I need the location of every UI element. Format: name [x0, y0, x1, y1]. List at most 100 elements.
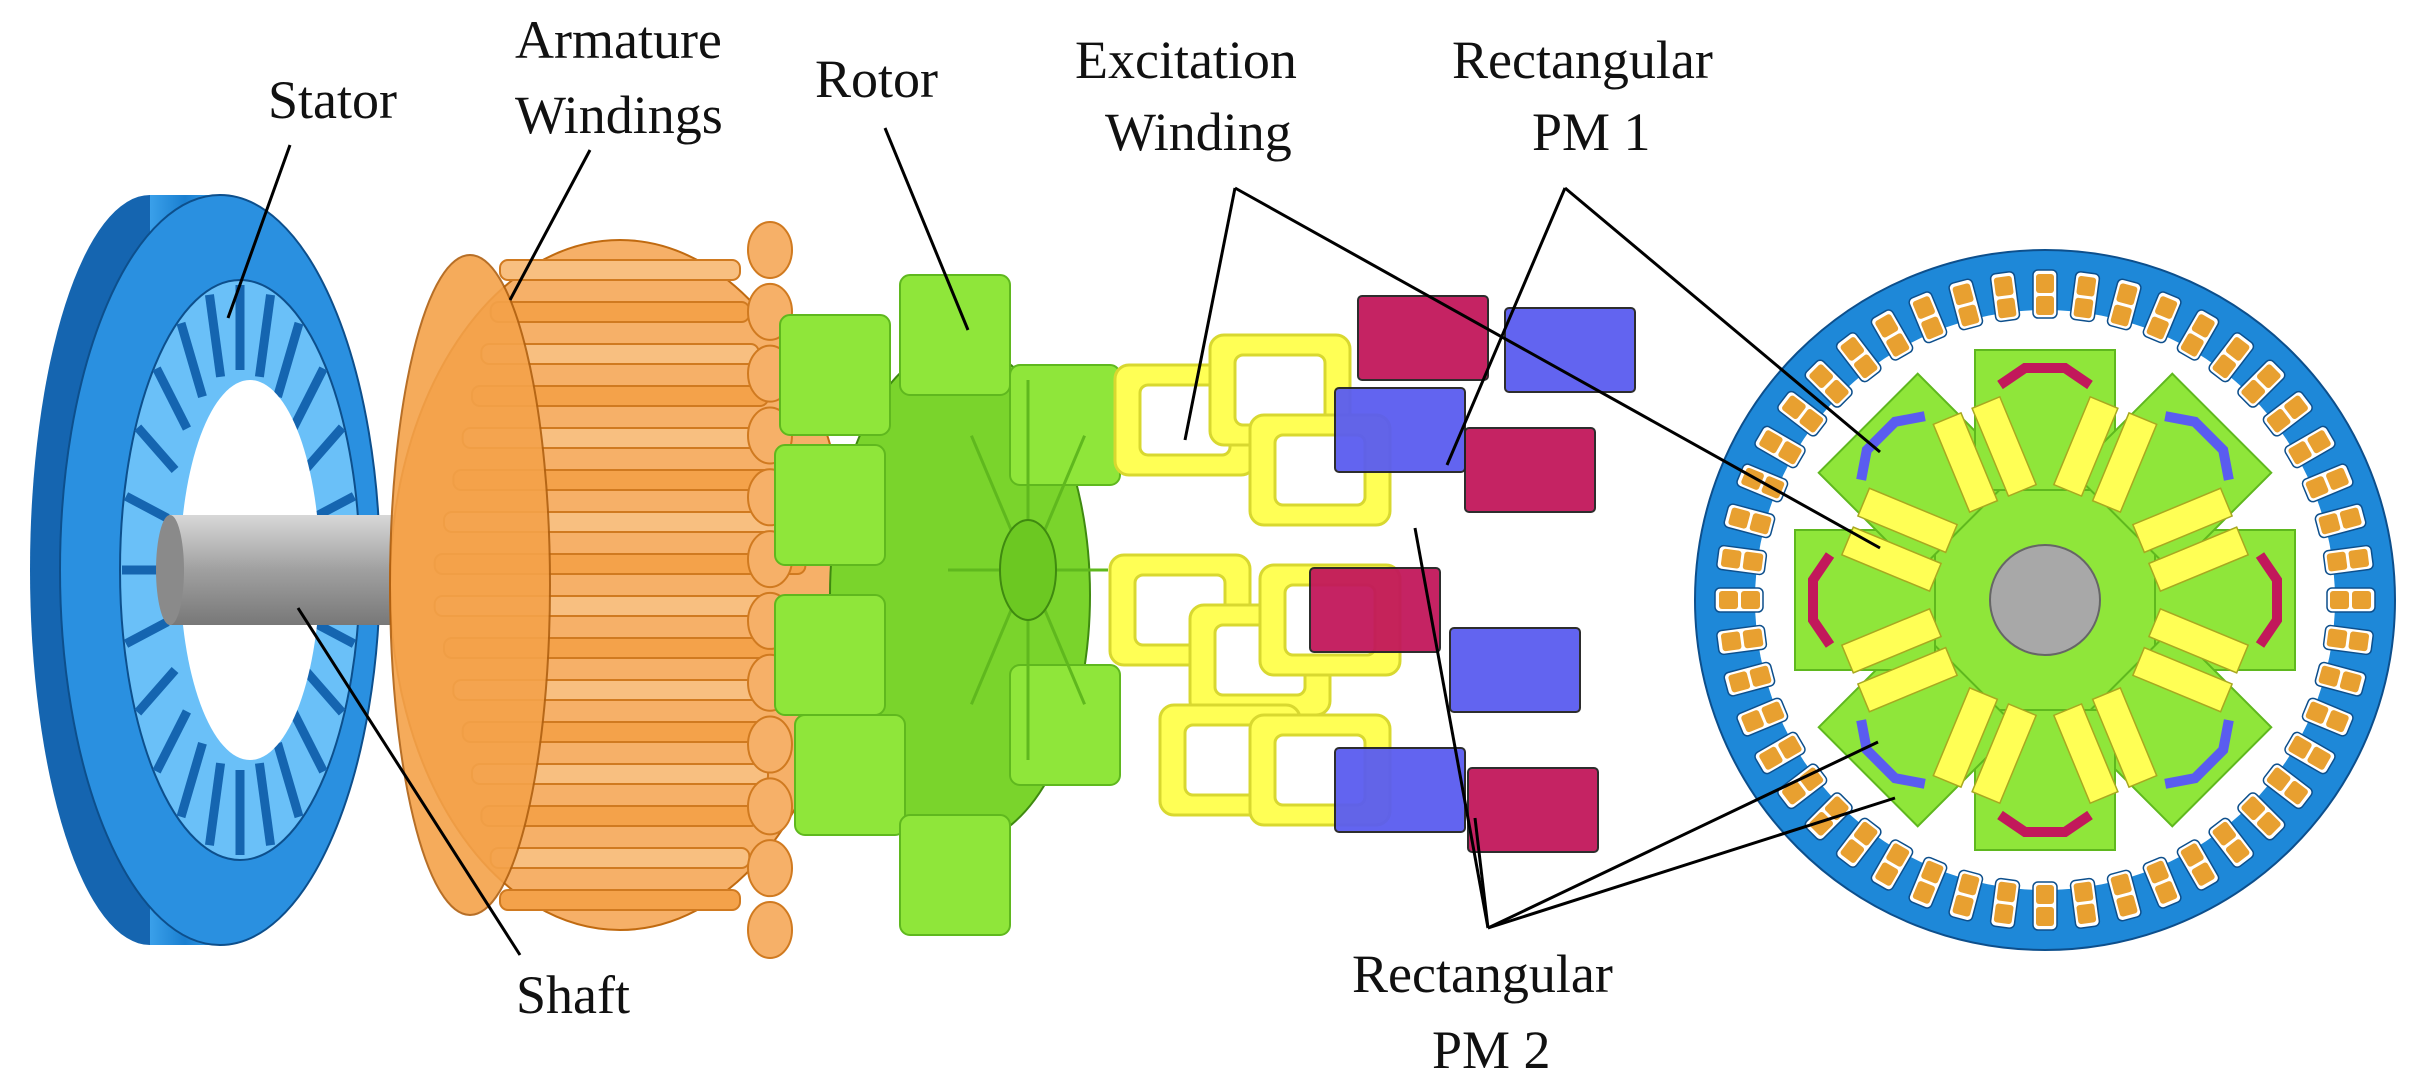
stator-slot	[1714, 587, 1764, 613]
label-pm2-line2: PM 2	[1432, 1020, 1551, 1080]
slot-coil-inner	[2073, 881, 2094, 903]
slot-coil-inner	[2266, 767, 2291, 791]
armature-coil-bar	[499, 889, 741, 911]
pm2-section	[1808, 552, 1835, 648]
stator-slot	[1948, 869, 1984, 922]
label-armature-line2: Windings	[515, 85, 723, 145]
rotor-pole	[1009, 664, 1121, 786]
pm1-block	[1334, 747, 1466, 833]
rotor-pole	[774, 444, 886, 566]
rotor-pole-section	[1817, 372, 2019, 574]
shaft-3d	[156, 515, 395, 625]
slot-coil-outer	[1782, 780, 1806, 805]
excitation-coil-section	[2147, 607, 2250, 674]
stator-slot	[1723, 661, 1776, 697]
stator-slot	[1754, 731, 1806, 775]
pm2-block	[1357, 295, 1489, 381]
stator-tooth	[273, 321, 304, 399]
leader-excitation-a	[1183, 187, 1237, 441]
leader-excitation-b	[1234, 186, 1881, 550]
stator-slot	[2284, 731, 2336, 775]
slot-coil-inner	[1799, 409, 1824, 433]
slot-coil-outer	[2116, 283, 2138, 306]
armature-end-turn	[747, 715, 793, 774]
stator-slot	[2301, 463, 2354, 503]
cross-section	[1694, 249, 2396, 951]
leader-pm2-b	[1473, 817, 1490, 929]
stator-slot	[1835, 817, 1882, 868]
slot-coil-outer	[1782, 395, 1806, 420]
excitation-slot-section	[1932, 686, 2038, 805]
label-pm1-line2: PM 1	[1532, 102, 1651, 162]
slot-coil-inner	[2305, 476, 2329, 499]
stator-slot	[2032, 269, 2058, 319]
slot-coil-outer	[1809, 811, 1834, 836]
excitation-slot-section	[1840, 607, 1959, 713]
excitation-coil-section	[2091, 411, 2158, 514]
slot-coil-outer	[2326, 467, 2349, 490]
rotor-pole-body	[1817, 372, 2019, 574]
stator-slot	[2069, 271, 2101, 323]
slot-coil-outer	[2307, 430, 2331, 454]
rotor-pole	[779, 314, 891, 436]
slot-coil-outer	[2326, 710, 2349, 733]
stator-tooth	[310, 492, 357, 523]
stator-slot	[1948, 278, 1984, 331]
label-pm1-line1: Rectangular	[1452, 30, 1713, 90]
stator-tooth	[176, 321, 207, 399]
slot-coil-outer	[1912, 881, 1935, 904]
stator-slot	[1716, 544, 1768, 576]
slot-coil-outer	[1952, 283, 1974, 306]
slot-coil-outer	[2284, 395, 2308, 420]
stator-slot	[2262, 763, 2313, 810]
armature-coil-bar	[499, 259, 741, 281]
shaft-section	[1989, 544, 2101, 656]
stator-slot	[1835, 332, 1882, 383]
slot-coil-outer	[1875, 862, 1899, 886]
slot-coil-outer	[2076, 903, 2097, 925]
excitation-coil-section	[2052, 395, 2119, 498]
excitation-slot-section	[2131, 607, 2250, 713]
stator-slot	[2314, 503, 2367, 539]
excitation-coil-section	[1971, 395, 2038, 498]
stator-slot	[2176, 309, 2220, 361]
pm2-section	[1997, 363, 2093, 390]
slot-coil-outer	[2256, 364, 2281, 389]
slot-coil-inner	[1778, 735, 1802, 759]
excitation-coil-section	[1840, 607, 1943, 674]
slot-coil-outer	[1912, 296, 1935, 319]
slot-coil-inner	[1742, 628, 1764, 649]
excitation-coil-section	[2131, 487, 2234, 554]
slot-coil-outer	[1952, 894, 1974, 917]
slot-coil-inner	[2266, 409, 2291, 433]
leader-pm1-b	[1564, 186, 1881, 454]
rotor-pole	[899, 274, 1011, 396]
stator-slot	[1716, 624, 1768, 656]
excitation-coil-section	[1971, 702, 2038, 805]
stator-slot	[2322, 624, 2374, 656]
excitation-coil-section	[2131, 646, 2234, 713]
stator-slot	[2237, 792, 2286, 841]
leader-shaft	[296, 607, 522, 956]
pm1-section	[1856, 411, 1926, 481]
slot-coil-inner	[2073, 297, 2094, 319]
stator-slot	[2069, 877, 2101, 929]
stator-slot	[1870, 309, 1914, 361]
leader-lines	[226, 127, 1896, 956]
stator-tooth	[289, 709, 328, 774]
excitation-coil-section	[1856, 487, 1959, 554]
slot-coil-outer	[1809, 364, 1834, 389]
slot-coil-inner	[2326, 628, 2348, 649]
slot-coil-outer	[2155, 296, 2178, 319]
slot-coil-outer	[2225, 839, 2250, 863]
slot-coil-inner	[2241, 796, 2266, 821]
slot-coil-outer	[1728, 671, 1751, 693]
pm2-block	[1467, 767, 1599, 853]
slot-coil-outer	[2076, 275, 2097, 297]
stator-slot	[1777, 763, 1828, 810]
slot-coil-inner	[2330, 591, 2349, 609]
stator-tooth	[301, 424, 346, 473]
slot-coil-inner	[1799, 767, 1824, 791]
slot-coil-outer	[2256, 811, 2281, 836]
stator-slot	[1736, 697, 1789, 737]
